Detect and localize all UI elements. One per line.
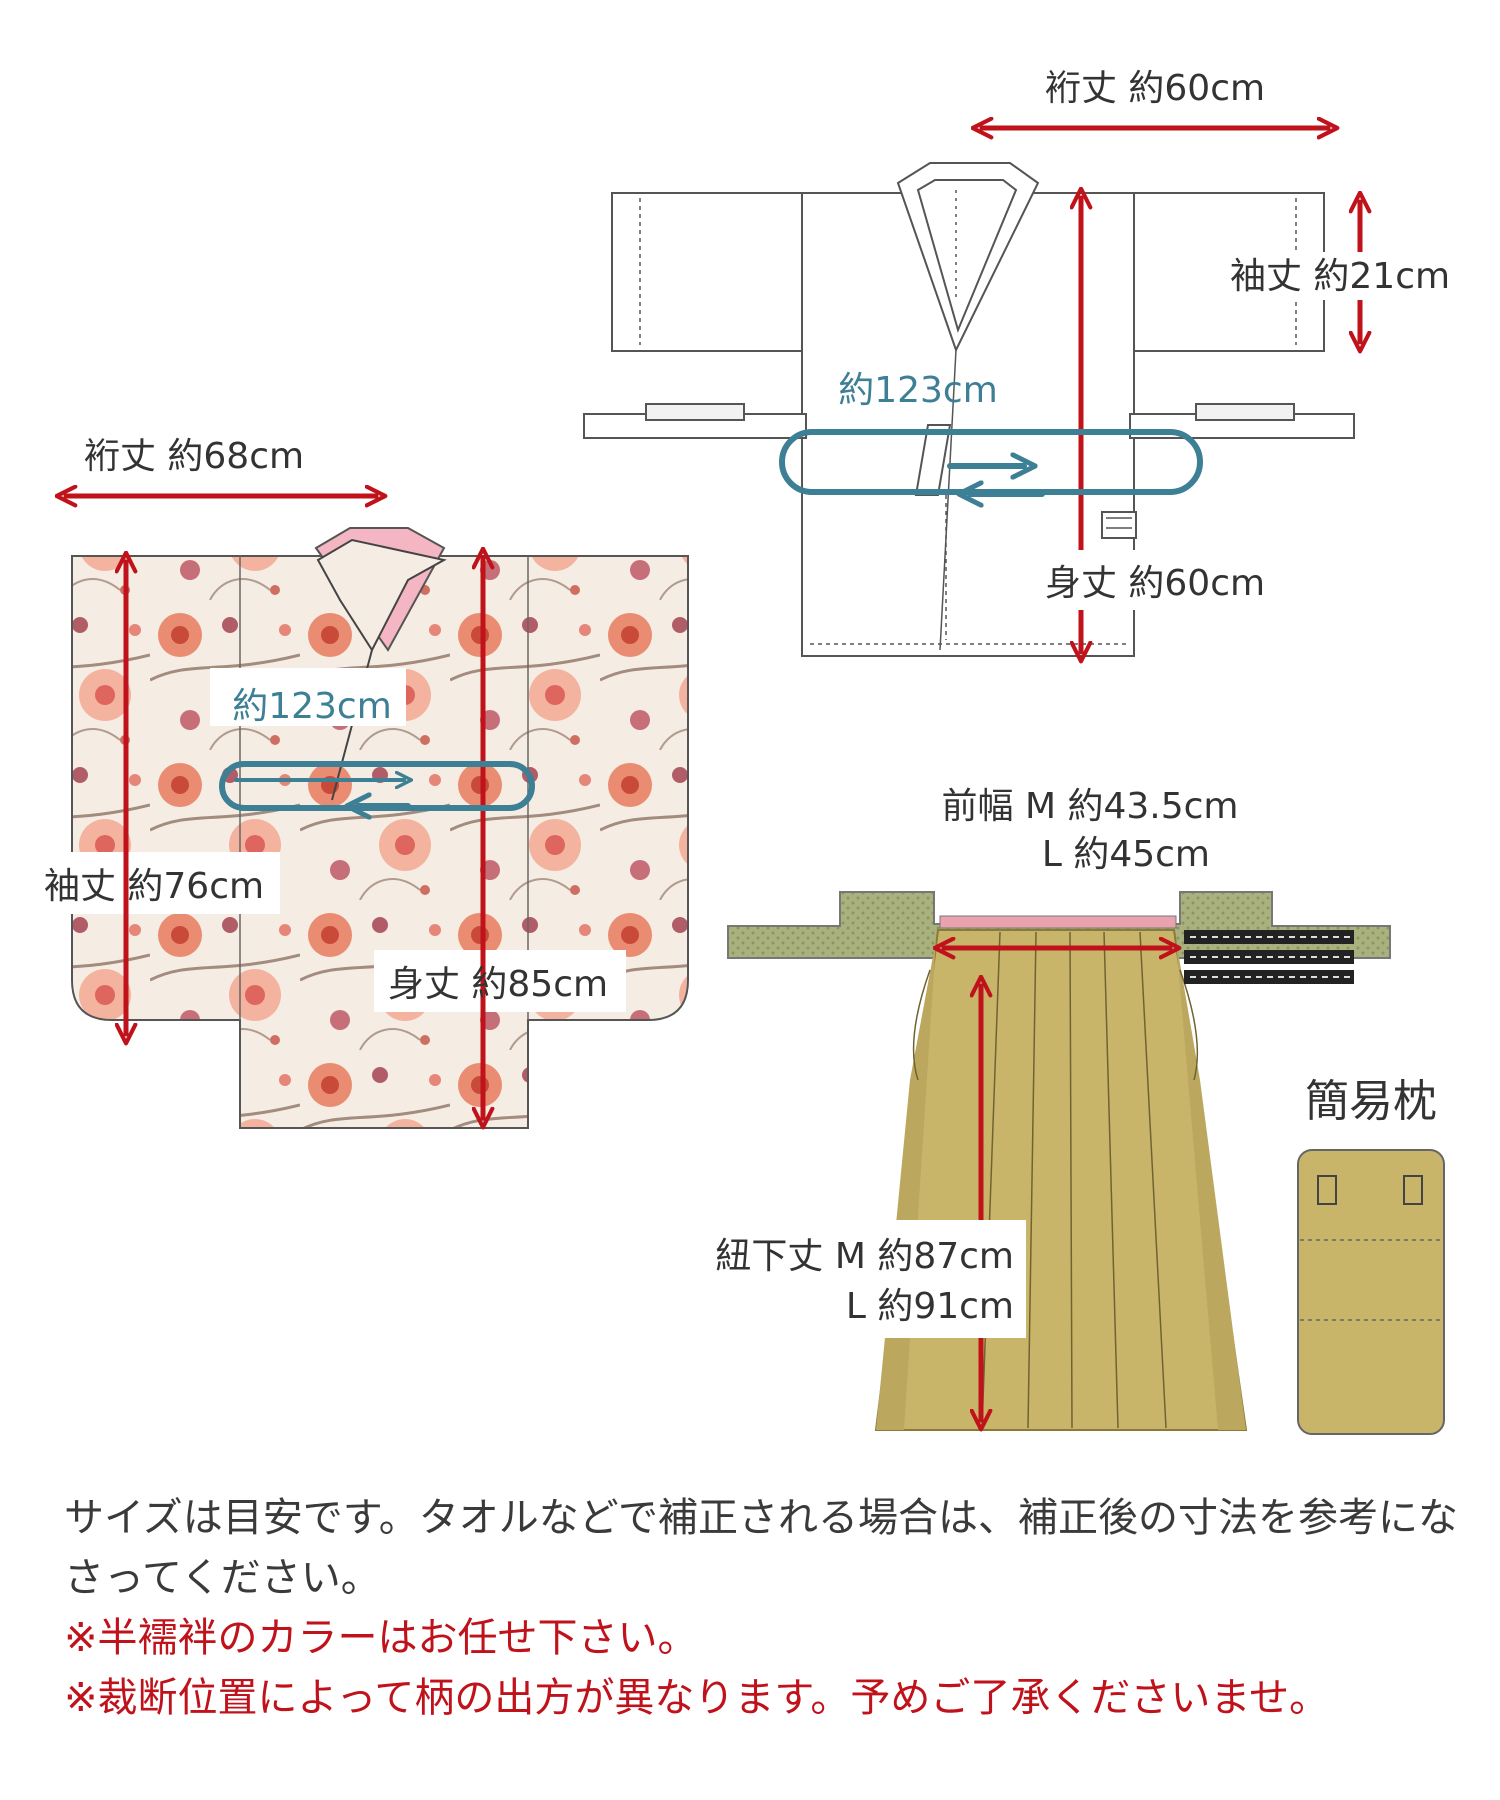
- pillow-drawing: [1297, 1149, 1445, 1435]
- juban-himo-loop: [779, 429, 1203, 494]
- juban-drawing: [583, 162, 1355, 657]
- size-note: サイズは目安です。タオルなどで補正される場合は、補正後の寸法を参考になさってくだ…: [64, 1495, 1458, 1601]
- kimono-himo-label: 約123cm: [232, 686, 392, 727]
- hakama-maehaba-l-label: L 約45cm: [1042, 834, 1210, 875]
- juban-sodetake-label: 袖丈 約21cm: [1230, 256, 1450, 297]
- juban-himo-label: 約123cm: [838, 370, 998, 411]
- kimono-himo-loop: [219, 761, 535, 808]
- hakama-tie-ends: [1184, 930, 1354, 984]
- kimono-body: [71, 555, 689, 1129]
- hakama-himoshita-m-label: 紐下丈 M 約87cm: [715, 1236, 1014, 1277]
- kimono-yuki-label: 裄丈 約68cm: [84, 436, 304, 477]
- hakama-himoshita-l-label: L 約91cm: [846, 1286, 1014, 1327]
- kimono-arrows: [66, 496, 483, 1118]
- color-note: ※半襦袢のカラーはお任せ下さい。: [64, 1615, 698, 1661]
- hakama-drawing: [727, 891, 1391, 1431]
- pillow-label: 簡易枕: [1305, 1076, 1437, 1127]
- kimono-collar: [316, 538, 447, 653]
- pattern-note: ※裁断位置によって柄の出方が異なります。予めご了承くださいませ。: [64, 1675, 1330, 1721]
- juban-mitake-label: 身丈 約60cm: [1045, 563, 1265, 604]
- hakama-maehaba-m-label: 前幅 M 約43.5cm: [942, 786, 1239, 827]
- hakama-arrows: [944, 948, 1170, 1420]
- kimono-drawing: [71, 527, 689, 1129]
- juban-yuki-label: 裄丈 約60cm: [1045, 68, 1265, 109]
- kimono-mitake-label: 身丈 約85cm: [388, 964, 608, 1005]
- notes: サイズは目安です。タオルなどで補正される場合は、補正後の寸法を参考になさってくだ…: [64, 1488, 1464, 1728]
- kimono-sodetake-label: 袖丈 約76cm: [44, 866, 264, 907]
